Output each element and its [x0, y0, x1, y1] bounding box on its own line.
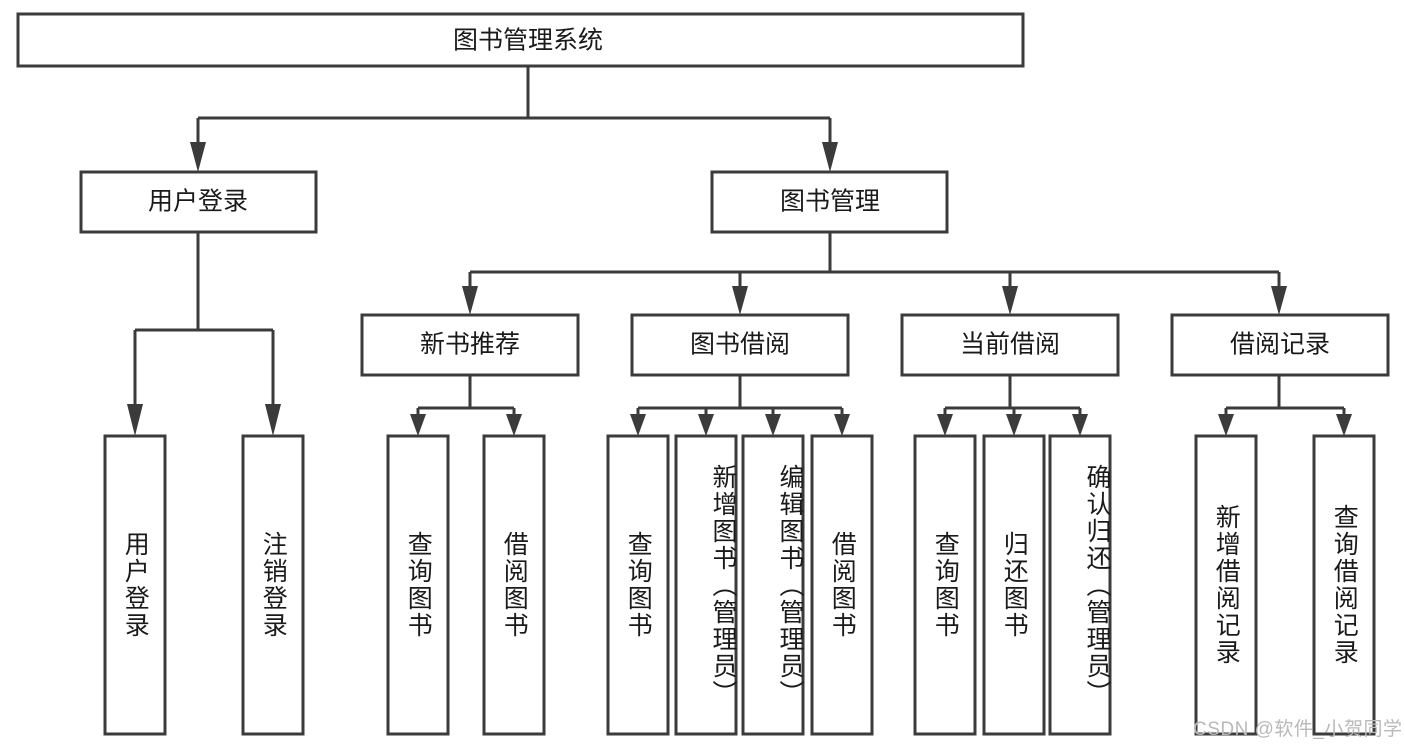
node-book-manage-label: 图书管理 — [780, 188, 880, 216]
arrowhead-currentborrow-leaf-2 — [1006, 414, 1022, 436]
leaf-box-borrow-record-2[interactable] — [1312, 434, 1376, 736]
leaf-box-current-borrow-2[interactable] — [982, 434, 1046, 736]
node-root[interactable]: 图书管理系统 — [16, 12, 1025, 68]
node-user-login-box[interactable] — [79, 170, 318, 234]
node-book-manage-box[interactable] — [710, 170, 949, 234]
arrowhead-borrow-record — [1271, 286, 1287, 315]
node-book-manage[interactable]: 图书管理 — [710, 170, 949, 234]
leaf-box-book-borrow-4[interactable] — [810, 434, 874, 736]
leaf-box-book-borrow-2[interactable] — [674, 434, 738, 736]
watermark-text: CSDN @软件_小贺同学 — [1193, 719, 1403, 740]
node-current-borrow-box[interactable] — [900, 313, 1120, 377]
nodes-layer: 图书管理系统 用户登录 图书管理 新书推荐 图书借阅 — [16, 12, 1390, 736]
leaf-box-current-borrow-3[interactable] — [1048, 434, 1112, 736]
node-borrow-record[interactable]: 借阅记录 — [1170, 313, 1390, 377]
node-book-borrow-box[interactable] — [630, 313, 850, 377]
arrowhead-new-book-recommend — [462, 286, 478, 315]
arrowhead-currentborrow-leaf-3 — [1072, 414, 1088, 436]
node-new-book-recommend[interactable]: 新书推荐 — [360, 313, 580, 377]
arrowhead-newbook-leaf-1 — [410, 414, 426, 436]
arrowhead-user-login — [190, 142, 206, 172]
leaf-box-user-login-2[interactable] — [241, 434, 305, 736]
arrowhead-bookborrow-leaf-1 — [630, 414, 646, 436]
node-book-borrow-label: 图书借阅 — [690, 331, 790, 359]
node-root-label: 图书管理系统 — [453, 27, 603, 55]
node-root-box[interactable] — [16, 12, 1025, 68]
node-borrow-record-box[interactable] — [1170, 313, 1390, 377]
leaf-box-current-borrow-1[interactable] — [913, 434, 977, 736]
node-book-borrow[interactable]: 图书借阅 — [630, 313, 850, 377]
leaf-box-new-book-1[interactable] — [386, 434, 450, 736]
leaf-box-borrow-record-1[interactable] — [1194, 434, 1258, 736]
arrowhead-currentborrow-leaf-1 — [937, 414, 953, 436]
node-user-login[interactable]: 用户登录 — [79, 170, 318, 234]
node-current-borrow[interactable]: 当前借阅 — [900, 313, 1120, 377]
node-new-book-recommend-box[interactable] — [360, 313, 580, 377]
leaf-box-new-book-2[interactable] — [482, 434, 546, 736]
leaf-box-user-login-1[interactable] — [103, 434, 167, 736]
leaf-box-book-borrow-1[interactable] — [606, 434, 670, 736]
node-borrow-record-label: 借阅记录 — [1230, 331, 1330, 359]
arrowhead-leaf-logout — [265, 404, 281, 436]
arrowhead-newbook-leaf-2 — [506, 414, 522, 436]
arrowhead-book-manage — [822, 142, 838, 172]
node-user-login-label: 用户登录 — [148, 188, 248, 216]
node-current-borrow-label: 当前借阅 — [960, 331, 1060, 359]
arrowhead-bookborrow-leaf-2 — [698, 414, 714, 436]
arrowhead-book-borrow — [732, 286, 748, 315]
leaf-box-book-borrow-3[interactable] — [741, 434, 805, 736]
arrowhead-current-borrow — [1002, 286, 1018, 315]
node-new-book-recommend-label: 新书推荐 — [420, 331, 520, 359]
arrowhead-bookborrow-leaf-3 — [765, 414, 781, 436]
arrowhead-bookborrow-leaf-4 — [834, 414, 850, 436]
arrowhead-borrowrecord-leaf-2 — [1336, 414, 1352, 436]
arrowhead-leaf-user-login — [127, 404, 143, 436]
arrowhead-borrowrecord-leaf-1 — [1218, 414, 1234, 436]
connectors-layer — [127, 66, 1352, 436]
